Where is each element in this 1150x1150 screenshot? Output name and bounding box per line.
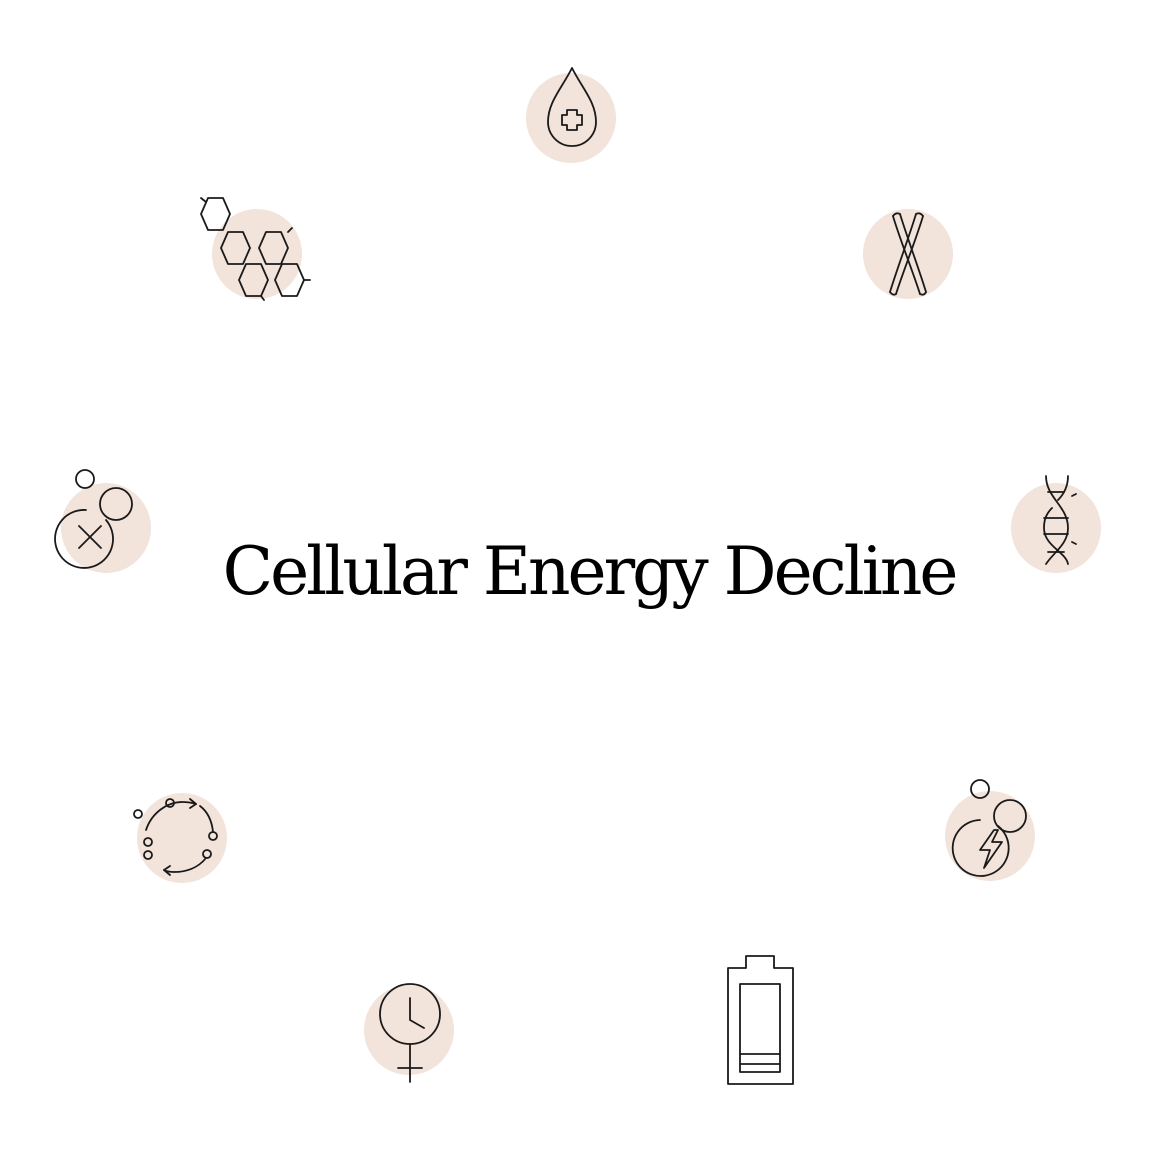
dna-helix-icon <box>1011 475 1101 573</box>
low-battery-icon <box>727 955 794 1085</box>
cell-x-icon <box>54 469 151 573</box>
diagram-title: Cellular Energy Decline <box>222 533 959 610</box>
cycle-arrows-icon <box>133 793 227 883</box>
female-clock-icon <box>364 983 454 1083</box>
cell-energy-icon <box>945 779 1035 881</box>
chromosome-icon <box>863 209 953 299</box>
hexagon-molecule-icon <box>200 197 311 301</box>
blood-drop-plus-icon <box>526 67 616 163</box>
